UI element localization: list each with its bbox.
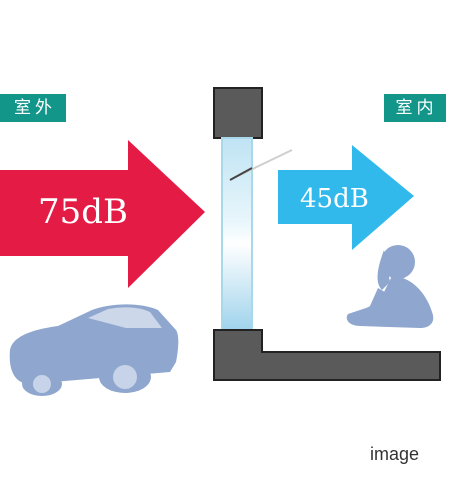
indoor-label: 室内 [384, 94, 446, 122]
indoor-sound-arrow [278, 145, 414, 250]
indoor-noise-level: 45dB [300, 184, 369, 214]
sitting-girl-silhouette-icon [346, 245, 434, 328]
outdoor-noise-level: 75dB [38, 192, 129, 232]
outdoor-label: 室外 [0, 94, 66, 122]
image-caption: image [370, 444, 420, 464]
outdoor-sound-arrow [0, 140, 205, 288]
window-glass-icon [221, 137, 253, 331]
wall-top-block [213, 87, 263, 139]
wall-floor-block [213, 329, 441, 381]
glass-reflection-line-dark [229, 167, 253, 181]
car-window-icon [33, 307, 162, 393]
